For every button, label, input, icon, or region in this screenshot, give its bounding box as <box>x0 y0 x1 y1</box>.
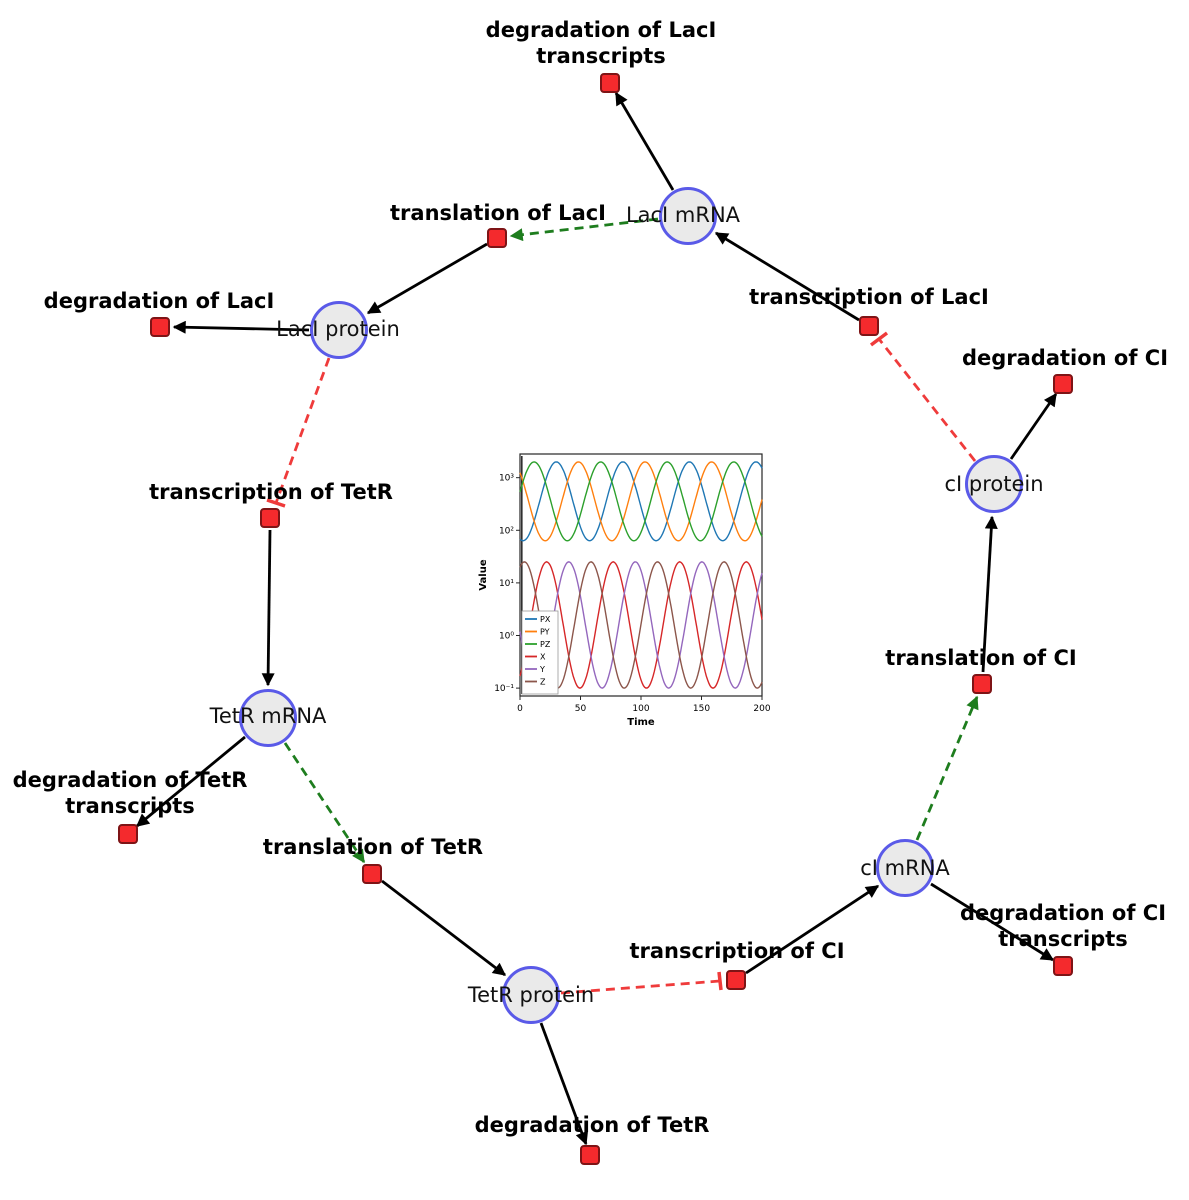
svg-text:10¹: 10¹ <box>499 579 514 589</box>
species-node-ci-protein[interactable] <box>965 455 1023 513</box>
svg-text:Z: Z <box>540 678 546 687</box>
species-node-tetr-mrna[interactable] <box>239 689 297 747</box>
svg-text:10²: 10² <box>499 526 514 536</box>
species-label-ci-mrna: cI mRNA <box>860 856 950 880</box>
species-label-tetr-mrna: TetR mRNA <box>209 704 327 728</box>
reaction-node-transcription-of-ci[interactable] <box>726 970 746 990</box>
reaction-label-degradation-of-ci-transcripts: degradation of CI transcripts <box>959 900 1167 951</box>
reaction-label-degradation-of-laci-transcripts: degradation of LacI transcripts <box>485 17 717 68</box>
species-node-laci-mrna[interactable] <box>659 187 717 245</box>
svg-text:100: 100 <box>632 704 649 714</box>
svg-text:10³: 10³ <box>499 474 514 484</box>
species-label-laci-protein: LacI protein <box>276 317 400 341</box>
reaction-label-transcription-of-laci: transcription of LacI <box>749 284 989 309</box>
svg-text:10⁰: 10⁰ <box>499 632 514 642</box>
reaction-node-translation-of-tetr[interactable] <box>362 864 382 884</box>
reaction-node-translation-of-ci[interactable] <box>972 674 992 694</box>
reaction-label-transcription-of-tetr: transcription of TetR <box>149 479 393 504</box>
species-label-ci-protein: cI protein <box>944 472 1044 496</box>
svg-text:X: X <box>540 653 546 662</box>
inhibition-tee-bars <box>266 331 889 991</box>
reaction-label-degradation-of-tetr: degradation of TetR <box>474 1112 710 1137</box>
svg-text:Time: Time <box>627 717 655 728</box>
svg-text:PX: PX <box>540 615 551 624</box>
reaction-node-degradation-of-ci[interactable] <box>1053 374 1073 394</box>
species-node-tetr-protein[interactable] <box>502 966 560 1024</box>
reaction-label-translation-of-ci: translation of CI <box>885 645 1077 670</box>
reaction-label-degradation-of-ci: degradation of CI <box>961 345 1169 370</box>
species-label-tetr-protein: TetR protein <box>467 983 595 1007</box>
svg-text:Value: Value <box>478 559 489 590</box>
inhibition-edges-red-dashed <box>274 338 977 995</box>
reaction-node-degradation-of-ci-transcripts[interactable] <box>1053 956 1073 976</box>
svg-text:200: 200 <box>753 704 770 714</box>
reaction-edges-solid <box>135 91 1058 1146</box>
species-node-laci-protein[interactable] <box>310 301 368 359</box>
svg-text:50: 50 <box>575 704 587 714</box>
svg-text:Y: Y <box>539 665 545 674</box>
reaction-node-translation-of-laci[interactable] <box>487 228 507 248</box>
modifier-edges-green-dashed <box>283 217 979 864</box>
reaction-node-degradation-of-tetr[interactable] <box>580 1145 600 1165</box>
reaction-node-transcription-of-tetr[interactable] <box>260 508 280 528</box>
svg-text:10⁻¹: 10⁻¹ <box>494 684 514 694</box>
reaction-node-degradation-of-laci[interactable] <box>150 317 170 337</box>
svg-text:PY: PY <box>540 628 550 637</box>
svg-text:0: 0 <box>517 704 523 714</box>
svg-text:150: 150 <box>693 704 710 714</box>
reaction-label-degradation-of-tetr-transcripts: degradation of TetR transcripts <box>12 767 248 818</box>
reaction-node-degradation-of-laci-transcripts[interactable] <box>600 73 620 93</box>
reaction-label-transcription-of-ci: transcription of CI <box>629 938 845 963</box>
svg-text:PZ: PZ <box>540 640 551 649</box>
reaction-label-degradation-of-laci: degradation of LacI <box>43 288 275 313</box>
reaction-label-translation-of-tetr: translation of TetR <box>262 834 484 859</box>
reaction-node-degradation-of-tetr-transcripts[interactable] <box>118 824 138 844</box>
reaction-node-transcription-of-laci[interactable] <box>859 316 879 336</box>
species-label-laci-mrna: LacI mRNA <box>625 203 741 227</box>
species-node-ci-mrna[interactable] <box>876 839 934 897</box>
reaction-label-translation-of-laci: translation of LacI <box>390 200 606 225</box>
